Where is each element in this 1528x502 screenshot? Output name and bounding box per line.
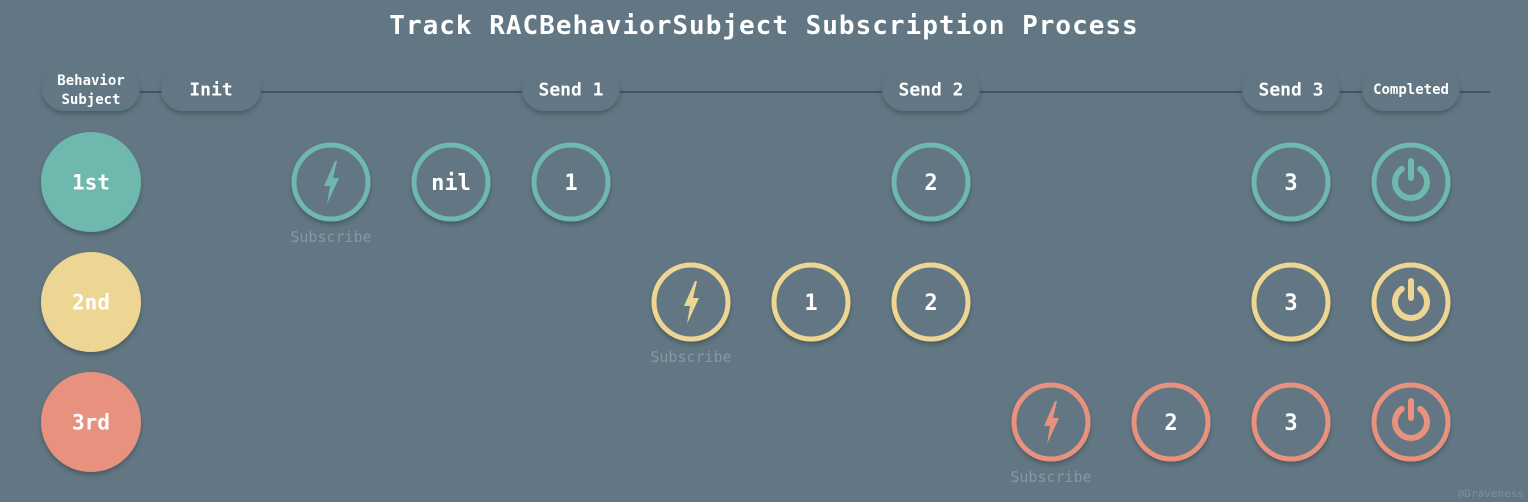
value-node-3rd-1 [1131,382,1211,462]
value-label: 3 [1284,291,1297,316]
header-pill-label-send-3: Send 3 [1258,79,1323,100]
power-icon [1392,158,1430,201]
header-pill-send-2 [882,67,980,111]
value-label: nil [431,171,471,196]
header-pill-send-1 [522,67,620,111]
value-label: 2 [924,171,937,196]
subscriber-badge-3rd [41,372,141,472]
header-pill-label-completed: Completed [1373,82,1449,98]
subscribe-caption: Subscribe [650,348,731,366]
header-pill-send-3 [1242,67,1340,111]
header-pill-label-behavior-subject: Subject [61,92,120,108]
completed-node-1st-5 [1371,142,1451,222]
diagram-title: Track RACBehaviorSubject Subscription Pr… [389,11,1138,41]
value-node-2nd-2 [891,262,971,342]
value-label: 3 [1284,411,1297,436]
power-icon-arc [1392,285,1430,321]
value-node-1st-2 [531,142,611,222]
power-icon-arc [1392,165,1430,201]
value-node-1st-1 [411,142,491,222]
value-node-1st-3 [891,142,971,222]
power-icon [1392,278,1430,321]
subscribe-caption: Subscribe [1010,468,1091,486]
subscriber-badge-2nd [41,252,141,352]
subscriber-badge-1st [41,132,141,232]
value-node-2nd-3 [1251,262,1331,342]
lightning-icon [684,281,699,324]
header-pill-label-init: Init [189,79,232,100]
value-label: 2 [1164,411,1177,436]
power-icon-arc [1392,405,1430,441]
lightning-icon [324,161,339,204]
value-label: 3 [1284,171,1297,196]
header-pill-behavior-subject [42,67,140,111]
subscribe-caption: Subscribe [290,228,371,246]
value-label: 1 [804,291,817,316]
header-pill-label-send-2: Send 2 [898,79,963,100]
header-pill-label-send-1: Send 1 [538,79,603,100]
lightning-icon [1044,401,1059,444]
subscriber-label-1st: 1st [72,171,110,195]
value-node-1st-4 [1251,142,1331,222]
value-label: 2 [924,291,937,316]
subscriber-label-3rd: 3rd [72,411,110,435]
author-credit: @Draveness [1458,487,1524,500]
header-pill-completed [1362,67,1460,111]
completed-node-3rd-3 [1371,382,1451,462]
value-node-3rd-2 [1251,382,1331,462]
header-pill-init [161,67,261,111]
power-icon [1392,398,1430,441]
value-label: 1 [564,171,577,196]
subscriber-label-2nd: 2nd [72,291,110,315]
completed-node-2nd-4 [1371,262,1451,342]
value-node-2nd-1 [771,262,851,342]
header-pill-label-behavior-subject: Behavior [57,73,124,89]
